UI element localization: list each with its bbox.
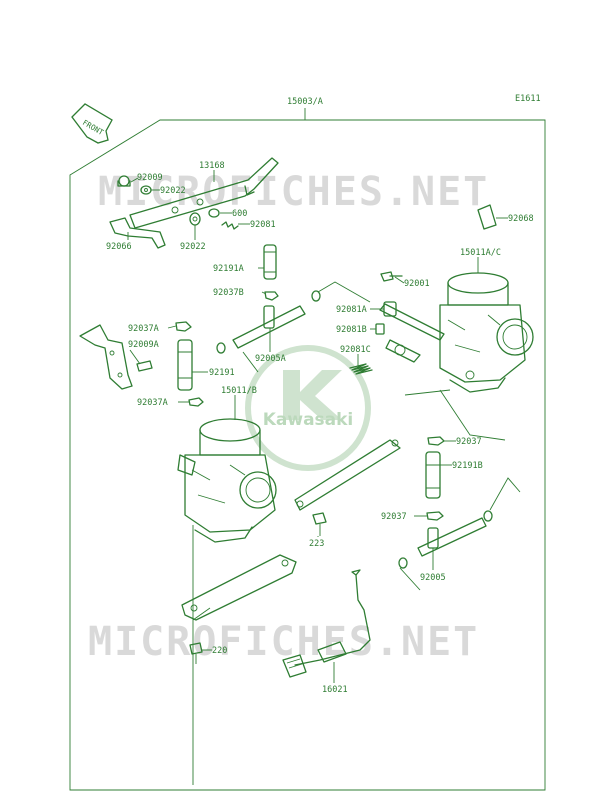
label-92037-lower: 92037 <box>381 512 407 522</box>
part-labels: 92009 13168 92022 600 92081 92066 92022 … <box>106 161 534 695</box>
label-13168: 13168 <box>199 161 225 171</box>
clip-92037-lower <box>426 511 444 521</box>
label-15011b: 15011/B <box>221 386 257 396</box>
assembly-frame <box>69 119 546 791</box>
hose-92068 <box>477 204 497 230</box>
label-220: 220 <box>212 646 227 656</box>
label-223: 223 <box>309 539 324 549</box>
label-16021: 16021 <box>322 685 348 695</box>
screw-223 <box>312 512 327 536</box>
leader-lines <box>127 170 508 683</box>
label-92005a: 92005A <box>255 354 286 364</box>
bottom-plate <box>181 554 297 621</box>
bracket-13168 <box>129 157 279 229</box>
label-15003a: 15003/A <box>287 97 323 107</box>
watermark-bottom: MICROFICHES.NET <box>88 619 479 665</box>
hose-92191 <box>177 339 193 391</box>
clip-92037b <box>264 291 279 301</box>
cable-16021 <box>282 569 371 678</box>
screw-92009a <box>136 360 153 372</box>
screw-92001 <box>380 271 403 282</box>
label-92037a-lower: 92037A <box>137 398 168 408</box>
label-92081: 92081 <box>250 220 276 230</box>
linkage-rod <box>294 439 401 511</box>
hose-92191a <box>263 244 277 280</box>
label-92191a: 92191A <box>213 264 244 274</box>
spring-92081b <box>375 323 385 335</box>
carburetor-15011b <box>177 418 277 543</box>
label-92066: 92066 <box>106 242 132 252</box>
clip-92037-upper <box>427 436 445 446</box>
label-92022-top: 92022 <box>160 186 186 196</box>
label-92005: 92005 <box>420 573 446 583</box>
label-92037-upper: 92037 <box>456 437 482 447</box>
clip-92037a-upper <box>175 321 192 332</box>
label-92081a: 92081A <box>336 305 367 315</box>
logo-text: Kawasaki <box>263 410 354 430</box>
label-92037a-upper: 92037A <box>128 324 159 334</box>
fitting-92005 <box>398 510 493 569</box>
label-92001: 92001 <box>404 279 430 289</box>
fitting-92005a <box>216 290 321 354</box>
label-92081b: 92081B <box>336 325 367 335</box>
clip-92037a-lower <box>188 397 204 407</box>
ref-code: E1611 <box>515 94 541 104</box>
kawasaki-logo: Kawasaki <box>245 345 371 471</box>
bracket-left <box>79 324 133 390</box>
label-92068: 92068 <box>508 214 534 224</box>
watermark-top: MICROFICHES.NET <box>98 169 489 215</box>
front-arrow-icon: FRONT <box>71 103 113 144</box>
label-92022-bottom: 92022 <box>180 242 206 252</box>
label-92191b: 92191B <box>452 461 483 471</box>
carburetor-15011ac <box>379 272 534 393</box>
label-92191: 92191 <box>209 368 235 378</box>
hose-92191b <box>425 451 441 499</box>
label-600: 600 <box>232 209 247 219</box>
spring-92081 <box>221 221 239 230</box>
label-92037b: 92037B <box>213 288 244 298</box>
label-92009: 92009 <box>137 173 163 183</box>
spring-92081c <box>349 363 373 375</box>
ring-600 <box>208 208 220 218</box>
label-92009a: 92009A <box>128 340 159 350</box>
label-15011ac: 15011A/C <box>460 248 501 258</box>
screw-92009 <box>117 175 131 187</box>
label-92081c: 92081C <box>340 345 371 355</box>
screw-220 <box>189 642 203 664</box>
plate-92066 <box>109 217 166 249</box>
